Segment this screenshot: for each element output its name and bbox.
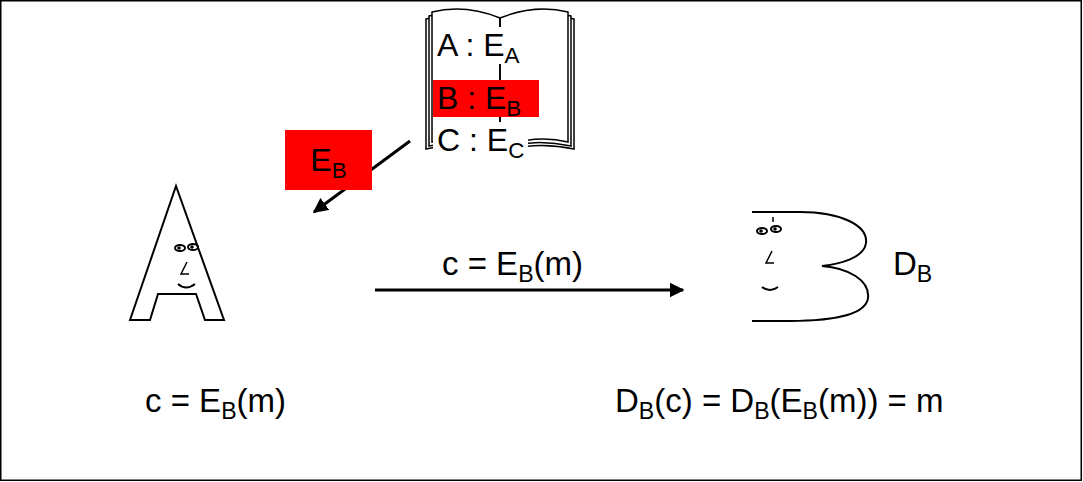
- key-entry: B : EB: [433, 80, 539, 117]
- mouth: [178, 284, 195, 288]
- eye: [757, 228, 767, 234]
- nose: [766, 251, 774, 263]
- letter-outline: [752, 212, 868, 321]
- pupil: [759, 229, 763, 233]
- brow-tick: [772, 217, 774, 222]
- key-book: A : EA B : EB C : EC: [425, 3, 575, 163]
- nose: [181, 262, 189, 274]
- person-a-figure: [130, 186, 224, 320]
- eye: [771, 226, 781, 232]
- eye: [188, 244, 198, 250]
- key-entry: A : EA: [433, 27, 524, 64]
- arrow-label: c = EB(m): [440, 245, 585, 283]
- send-arrow: [375, 289, 683, 292]
- letter-outline: [130, 186, 224, 320]
- mouth: [762, 287, 778, 290]
- pupil: [190, 245, 194, 249]
- eye: [175, 245, 185, 251]
- pupil: [177, 246, 181, 250]
- person-b-figure: [752, 212, 868, 321]
- key-entry: C : EC: [433, 122, 528, 159]
- key-box: EB: [285, 130, 372, 190]
- pupil: [773, 227, 777, 231]
- key-text: EB: [310, 142, 346, 179]
- key-name: DB: [891, 245, 934, 283]
- formula: DB(c) = DB(EB(m)) = m: [613, 382, 946, 420]
- formula: c = EB(m): [143, 382, 288, 420]
